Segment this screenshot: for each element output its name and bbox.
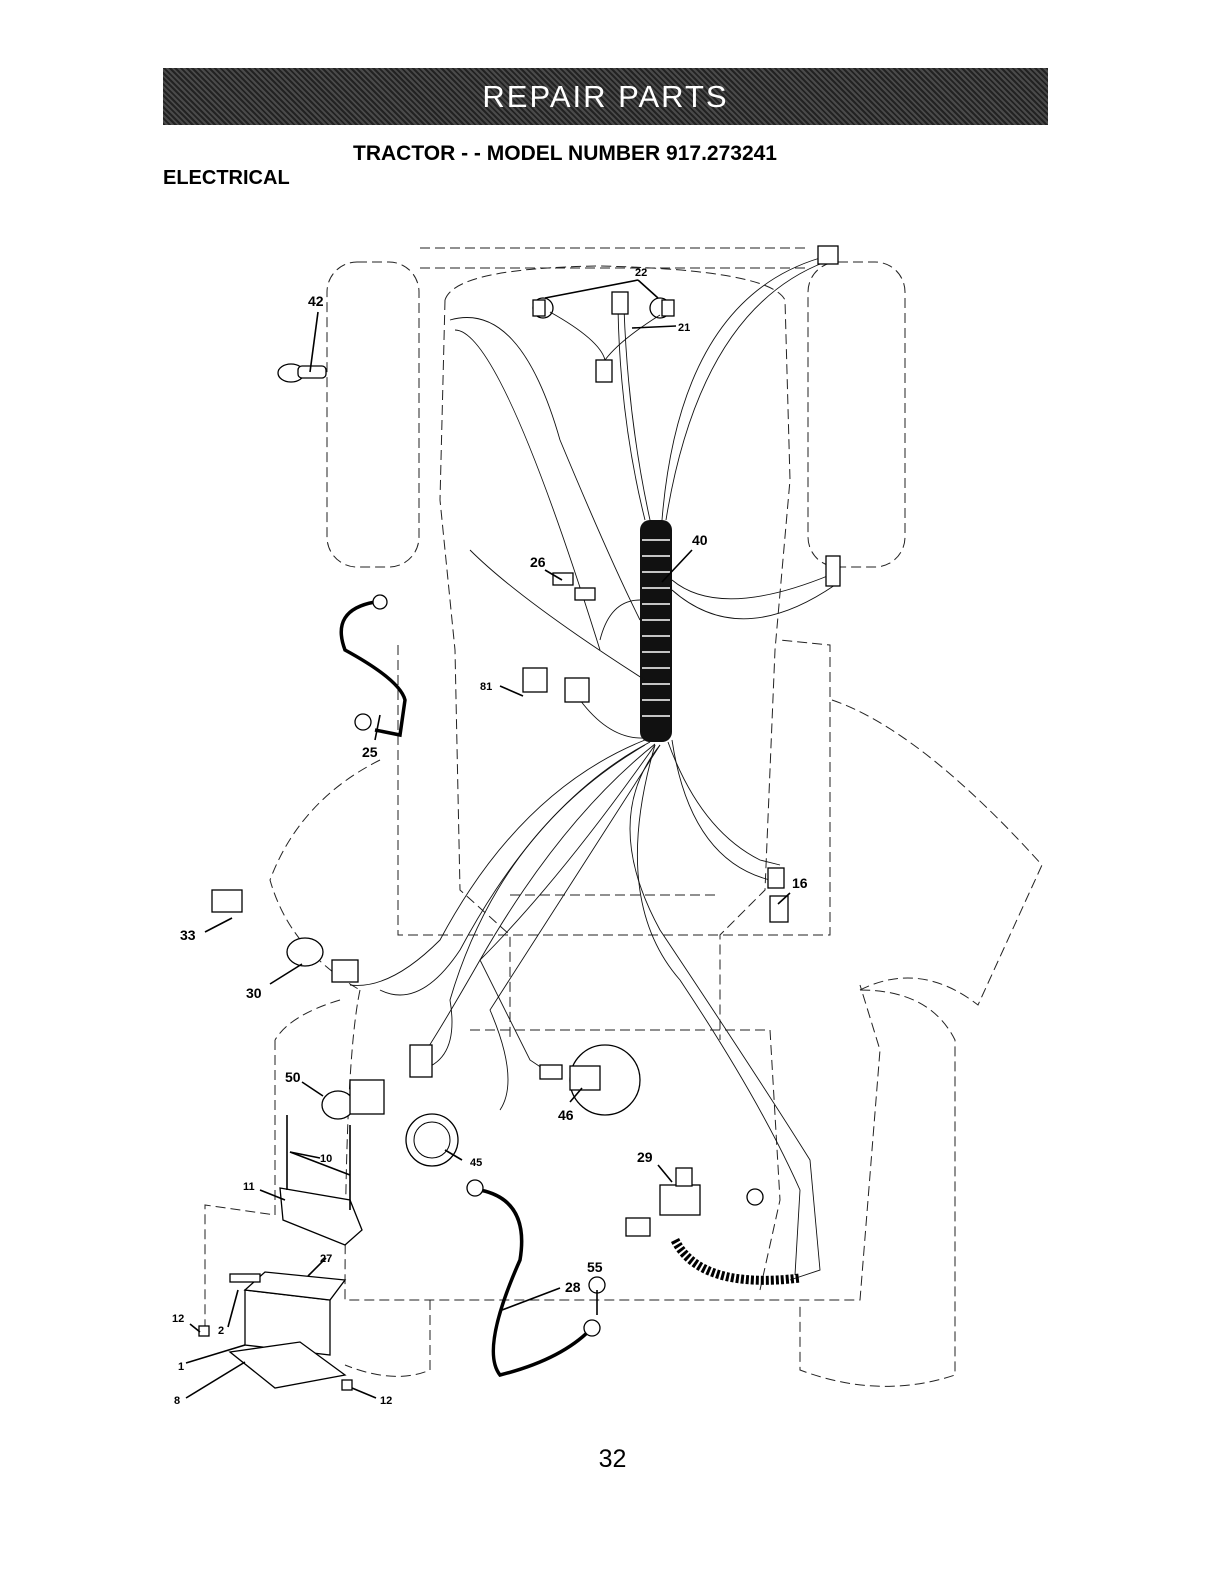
connector-left-harness xyxy=(410,1045,432,1077)
callout-81: 81 xyxy=(480,681,492,693)
callout-42: 42 xyxy=(308,293,324,309)
connector-right-upper xyxy=(818,246,838,264)
ring-terminal-28 xyxy=(467,1180,483,1196)
callout-26: 26 xyxy=(530,554,546,570)
callout-33: 33 xyxy=(180,927,196,943)
connector-81 xyxy=(565,678,589,702)
callout-21: 21 xyxy=(678,322,690,334)
callout-25: 25 xyxy=(362,744,378,760)
callout-10: 10 xyxy=(320,1153,332,1165)
part-29-solenoid xyxy=(626,1168,700,1236)
battery-cables xyxy=(341,602,590,1375)
callout-28: 28 xyxy=(565,1279,581,1295)
part-42-switch xyxy=(278,364,326,382)
part-46-hour-meter xyxy=(570,1045,640,1115)
callout-12-right: 12 xyxy=(380,1395,392,1407)
part-12-nut-left xyxy=(199,1326,209,1336)
callout-27: 27 xyxy=(320,1253,332,1265)
part-11-hold-down xyxy=(280,1115,362,1245)
page-number: 32 xyxy=(0,1445,1225,1474)
ring-terminal-25 xyxy=(355,714,371,730)
headlight-22-right xyxy=(650,298,674,318)
callout-29: 29 xyxy=(637,1149,653,1165)
part-26-connector xyxy=(553,573,595,600)
part-12-nut-right xyxy=(342,1380,352,1390)
part-30-ignition xyxy=(287,938,358,982)
part-81-relay xyxy=(523,668,547,692)
part-2-terminal-bolt xyxy=(230,1274,260,1282)
connector-top xyxy=(612,292,628,314)
callout-55: 55 xyxy=(587,1259,603,1275)
ring-terminal-28b xyxy=(584,1320,600,1336)
part-33-switch xyxy=(212,890,242,912)
callout-labels: 22 21 42 40 26 81 25 16 33 30 50 10 11 4… xyxy=(172,267,808,1407)
callout-22: 22 xyxy=(635,267,647,279)
ring-terminal-upper xyxy=(373,595,387,609)
callout-40: 40 xyxy=(692,532,708,548)
callout-46: 46 xyxy=(558,1107,574,1123)
headlight-harness-21 xyxy=(550,312,660,382)
callout-12-left: 12 xyxy=(172,1313,184,1325)
part-55-screw xyxy=(589,1277,605,1315)
callout-50: 50 xyxy=(285,1069,301,1085)
callout-2: 2 xyxy=(218,1325,224,1337)
ring-terminal-29 xyxy=(747,1189,763,1205)
part-45-ammeter xyxy=(406,1114,458,1166)
callout-45: 45 xyxy=(470,1157,482,1169)
callout-30: 30 xyxy=(246,985,262,1001)
callout-16: 16 xyxy=(792,875,808,891)
callout-8: 8 xyxy=(174,1395,180,1407)
callout-1: 1 xyxy=(178,1361,184,1373)
part-16-connector xyxy=(768,868,788,922)
coiled-ground-cable xyxy=(675,1240,800,1280)
connector-right-lower xyxy=(826,556,840,586)
headlight-22-left xyxy=(533,298,553,318)
connector-mid-harness xyxy=(540,1065,562,1079)
part-50-light-switch xyxy=(322,1080,384,1119)
leader-lines xyxy=(186,280,790,1398)
harness-wrap xyxy=(640,520,672,742)
callout-11: 11 xyxy=(243,1181,255,1193)
